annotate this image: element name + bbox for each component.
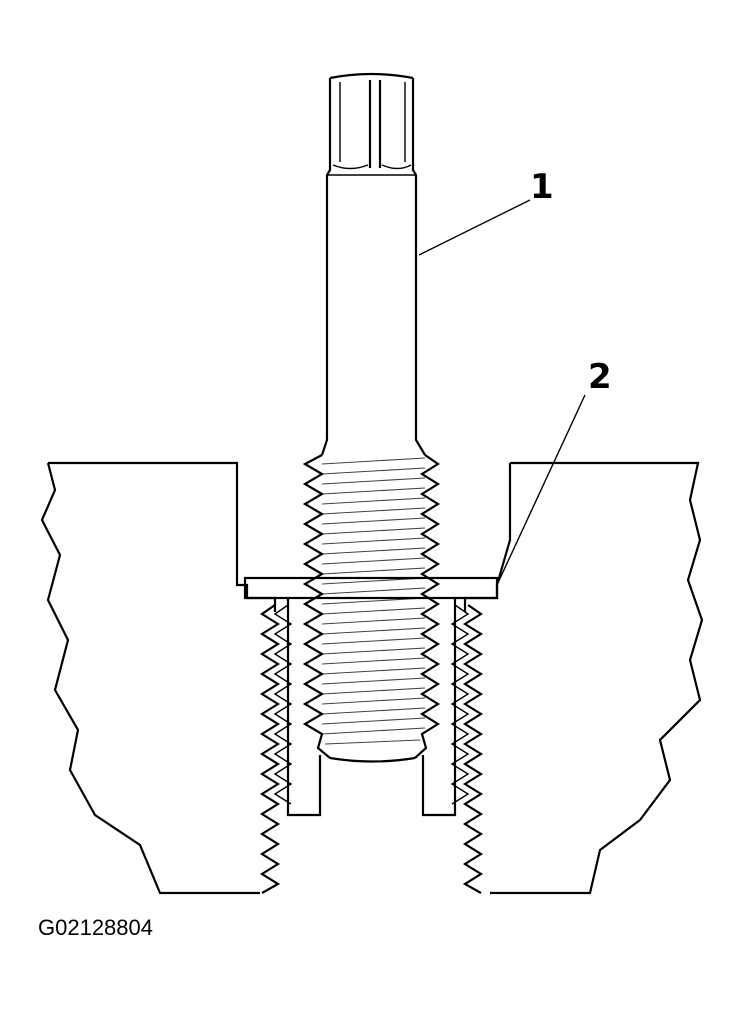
callout-1-leader <box>418 199 531 256</box>
callout-2-label: 2 <box>588 357 612 397</box>
tool-shaft <box>320 72 426 456</box>
insert-sleeve <box>286 598 457 817</box>
callout-2-leader <box>496 394 586 586</box>
bore-thread-left <box>259 604 293 894</box>
insert-flange <box>243 576 499 600</box>
housing-right <box>463 461 704 895</box>
callout-1: 1 <box>418 167 554 256</box>
figure-id: G02128804 <box>38 915 153 940</box>
housing-left <box>40 461 277 895</box>
callout-2: 2 <box>496 357 612 586</box>
callout-1-label: 1 <box>530 167 554 207</box>
tool-thread <box>302 454 441 763</box>
bore-thread-right <box>450 604 484 894</box>
